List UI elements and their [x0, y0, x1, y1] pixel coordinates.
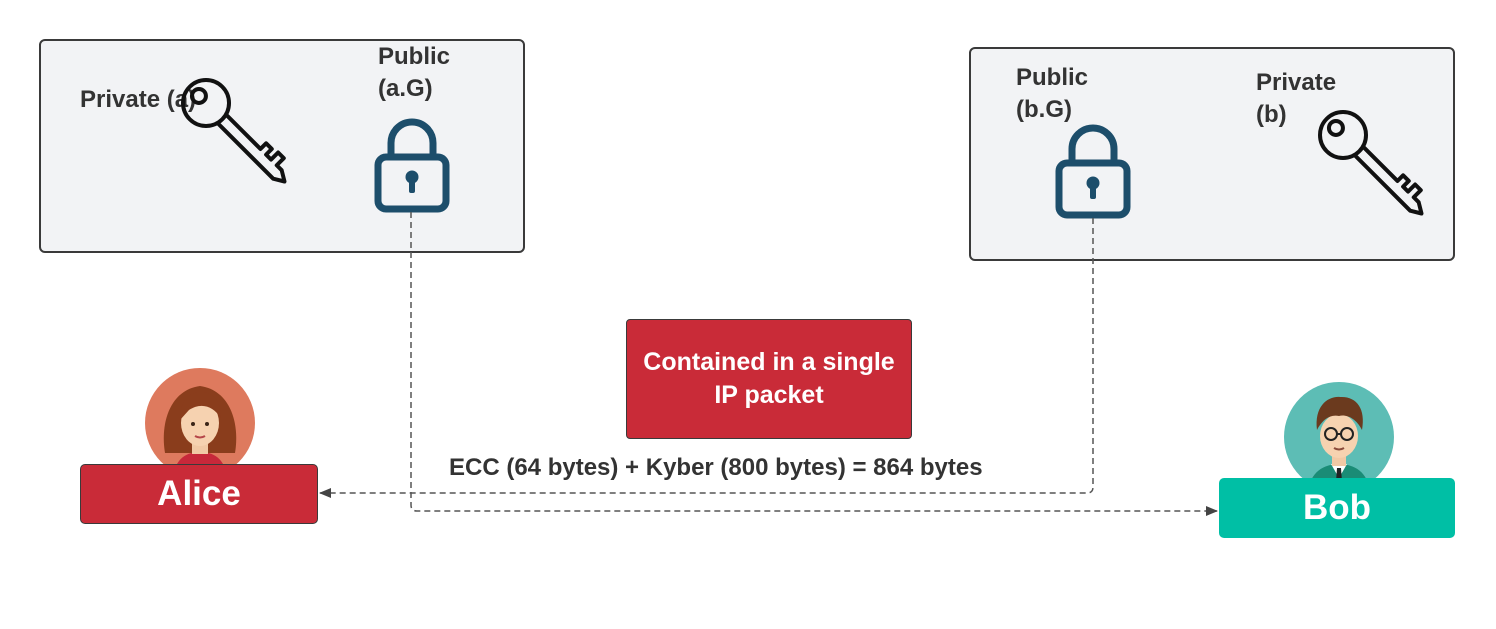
bob-name: Bob [1302, 488, 1372, 527]
single-packet-callout: Contained in a single IP packet [626, 319, 912, 439]
alice-private-key-label: Private (a) [80, 86, 197, 113]
bob-public-key-label-line2: (b.G) [1016, 96, 1072, 123]
bob-key-panel [969, 47, 1455, 261]
bob-private-key-label-line1: Private [1256, 69, 1337, 96]
key-icon [1318, 110, 1424, 216]
payload-size-label: ECC (64 bytes) + Kyber (800 bytes) = 864… [449, 454, 983, 481]
alice-public-key-label-line2: (a.G) [378, 75, 433, 102]
alice-to-bob-connector [410, 212, 1218, 516]
alice-public-key-label-line1: Public [378, 43, 451, 70]
bob-private-key-label-line2: (b) [1256, 101, 1287, 128]
alice-name-box: Alice [80, 464, 318, 524]
alice-name: Alice [157, 474, 241, 513]
bob-to-alice-connector [319, 218, 1094, 498]
callout-text: Contained in a single IP packet [643, 348, 895, 409]
padlock-icon [1055, 124, 1131, 219]
padlock-icon [374, 118, 450, 213]
bob-avatar [1284, 382, 1394, 492]
alice-avatar [145, 368, 255, 478]
alice-key-panel [39, 39, 525, 253]
bob-name-box: Bob [1219, 478, 1455, 538]
key-icon [181, 78, 287, 184]
bob-public-key-label-line1: Public [1016, 64, 1089, 91]
